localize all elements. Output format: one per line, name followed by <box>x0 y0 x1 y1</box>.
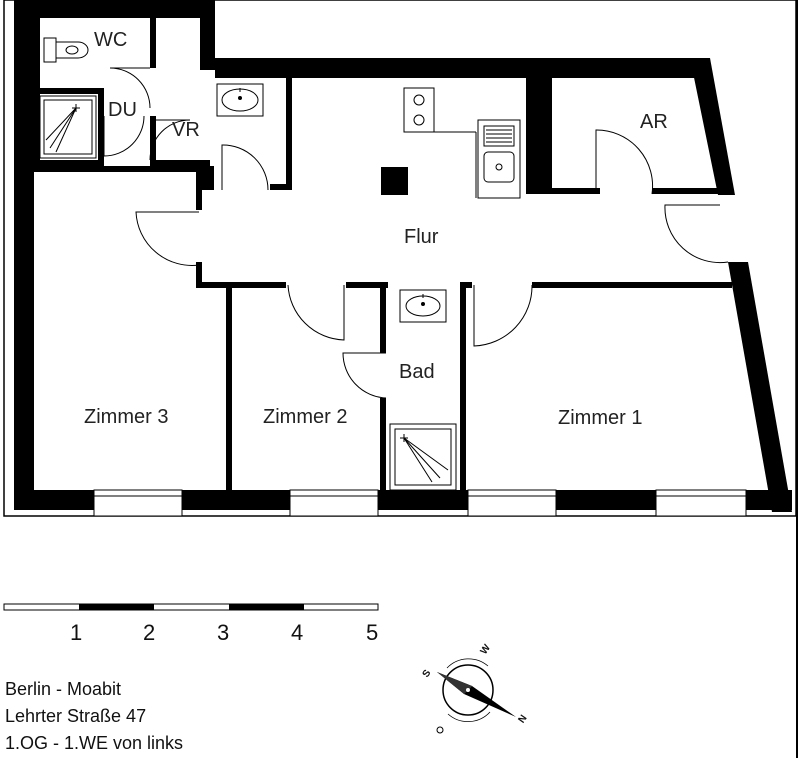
wall-bottom-3 <box>378 490 468 510</box>
room-label-zimmer3: Zimmer 3 <box>84 406 168 428</box>
wall-bottom-1 <box>14 490 94 510</box>
door-entrance <box>664 204 729 264</box>
wall-vr-right <box>286 78 292 190</box>
kitchen-sink-icon <box>475 119 521 199</box>
wall-flur-bottom-4 <box>532 282 732 288</box>
address-city: Berlin - Moabit <box>5 679 122 699</box>
bad-shower-icon <box>389 423 457 491</box>
address-street: Lehrter Straße 47 <box>5 706 147 726</box>
wall-bad-z1 <box>460 285 466 510</box>
wall-right-lower <box>728 262 792 512</box>
wall-bottom-4 <box>556 490 656 510</box>
wall-vr-bottom-right <box>270 184 292 190</box>
wall-z3-z2 <box>226 285 232 510</box>
room-label-vr: VR <box>172 119 200 141</box>
door-zimmer2 <box>287 284 345 341</box>
wall-ar-bottom-right <box>652 188 718 194</box>
wall-flur-bottom-2 <box>346 282 388 288</box>
wall-right-upper <box>690 58 735 195</box>
window-4 <box>655 489 747 517</box>
door-du <box>103 115 145 157</box>
room-label-flur: Flur <box>404 226 439 248</box>
wall-wc-right <box>150 18 156 68</box>
wall-ar-bottom-left <box>552 188 600 194</box>
door-zimmer3 <box>135 211 200 266</box>
compass-icon: S N W <box>421 642 530 734</box>
door-vr-bottom <box>221 144 269 191</box>
door-wc <box>109 67 151 109</box>
address-unit: 1.OG - 1.WE von links <box>5 733 184 753</box>
scale-label-4: 4 <box>291 620 303 645</box>
wall-top-left <box>14 0 215 58</box>
wall-block-vr <box>196 166 214 190</box>
window-1 <box>93 489 183 517</box>
compass-south-label: S <box>421 668 434 680</box>
room-label-zimmer2: Zimmer 2 <box>263 406 347 428</box>
toilet-icon <box>43 37 89 63</box>
wall-z3-right-mid <box>196 262 202 282</box>
window-3 <box>467 489 557 517</box>
wall-top <box>200 58 712 78</box>
shower-icon <box>39 95 97 159</box>
compass-west-label: W <box>479 642 494 657</box>
room-label-ar: AR <box>640 111 668 133</box>
scale-label-1: 1 <box>70 620 82 645</box>
doors <box>103 67 729 399</box>
door-vr-left <box>149 119 191 161</box>
window-2 <box>289 489 379 517</box>
door-bad <box>342 352 387 399</box>
door-ar <box>595 129 654 195</box>
compass-north-label: N <box>516 713 529 725</box>
room-label-bad: Bad <box>399 361 435 383</box>
scale-label-3: 3 <box>217 620 229 645</box>
scale-bar: 1 2 3 4 5 <box>3 603 379 645</box>
wall-shower-bottom <box>34 160 104 166</box>
sink-icon <box>216 83 264 117</box>
wall-wc-shower <box>34 88 104 94</box>
wall-shower-right <box>98 90 104 166</box>
stove-icon <box>403 87 476 133</box>
wall-z2-bad-top <box>380 285 386 353</box>
door-zimmer1 <box>473 284 533 347</box>
wall-flur-bottom-1 <box>196 282 286 288</box>
wall-z3-top <box>34 166 196 172</box>
wall-z2-bad-bottom <box>380 398 386 510</box>
walls <box>14 0 792 512</box>
pillar <box>381 167 408 195</box>
scale-label-2: 2 <box>143 620 155 645</box>
wall-left-outer <box>14 0 34 510</box>
bad-sink-icon <box>399 289 447 323</box>
room-label-zimmer1: Zimmer 1 <box>558 407 642 429</box>
wall-bottom-5 <box>746 490 792 510</box>
scale-label-5: 5 <box>366 620 378 645</box>
room-label-du: DU <box>108 99 137 121</box>
wall-bottom-2 <box>182 490 290 510</box>
wall-z3-right-top <box>196 190 202 210</box>
room-label-wc: WC <box>94 29 127 51</box>
windows <box>93 489 747 517</box>
wall-kitchen-ar <box>526 78 552 194</box>
wall-du-right <box>150 116 156 166</box>
wall-vr-bottom <box>150 160 210 168</box>
